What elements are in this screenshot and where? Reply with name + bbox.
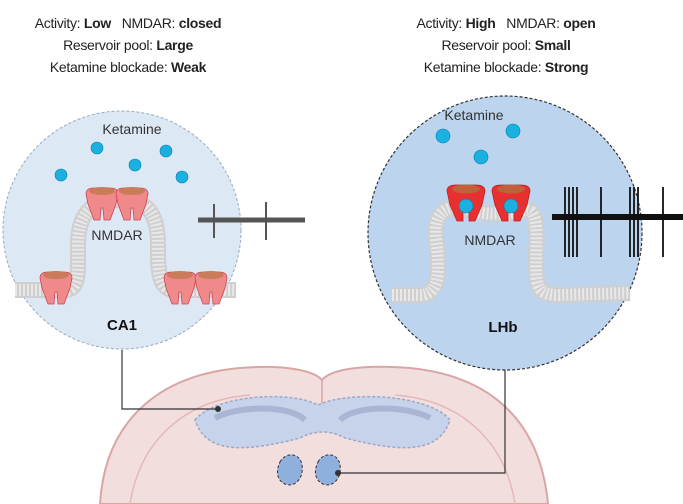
reservoir-label: Reservoir pool: xyxy=(63,37,153,53)
ca1-state-text: Activity: Low NMDAR: closed Reservoir po… xyxy=(0,12,256,78)
blockade-value: Strong xyxy=(544,59,589,75)
nmdar-label: NMDAR xyxy=(91,227,142,243)
lhb-panel: Ketamine NMDAR LHb xyxy=(367,95,683,371)
lhb-state-text: Activity: High NMDAR: open Reservoir poo… xyxy=(378,12,634,78)
ketamine-label: Ketamine xyxy=(444,107,503,123)
reservoir-value: Large xyxy=(156,37,193,53)
nmdar-value: closed xyxy=(178,15,222,31)
ketamine-molecules xyxy=(435,123,521,165)
lhb-left xyxy=(276,454,303,486)
activity-label: Activity: xyxy=(34,15,81,31)
ketamine-bound xyxy=(458,198,519,214)
brain-section xyxy=(98,365,550,504)
membrane xyxy=(392,199,631,304)
nmdar-label: NMDAR xyxy=(464,232,515,248)
activity-label: Activity: xyxy=(416,15,462,31)
nmdar-label: NMDAR: xyxy=(121,15,176,31)
ca1-panel: Ketamine NMDAR CA1 xyxy=(2,110,305,350)
blockade-value: Weak xyxy=(171,59,207,75)
activity-value: Low xyxy=(83,15,111,31)
blockade-label: Ketamine blockade: xyxy=(423,59,542,75)
activity-value: High xyxy=(465,15,496,31)
reservoir-label: Reservoir pool: xyxy=(441,37,532,53)
spike-trace-high xyxy=(552,187,683,257)
spike-trace-low xyxy=(198,202,305,240)
blockade-label: Ketamine blockade: xyxy=(49,59,168,75)
nmdar-value: open xyxy=(563,15,596,31)
ketamine-molecules xyxy=(54,141,189,184)
region-label-lhb: LHb xyxy=(488,319,517,336)
nmdar-label: NMDAR: xyxy=(506,15,560,31)
reservoir-value: Small xyxy=(534,37,571,53)
ketamine-label: Ketamine xyxy=(102,121,161,137)
lhb-right xyxy=(314,454,341,486)
connector-lines xyxy=(121,350,506,476)
region-label-ca1: CA1 xyxy=(107,317,137,334)
